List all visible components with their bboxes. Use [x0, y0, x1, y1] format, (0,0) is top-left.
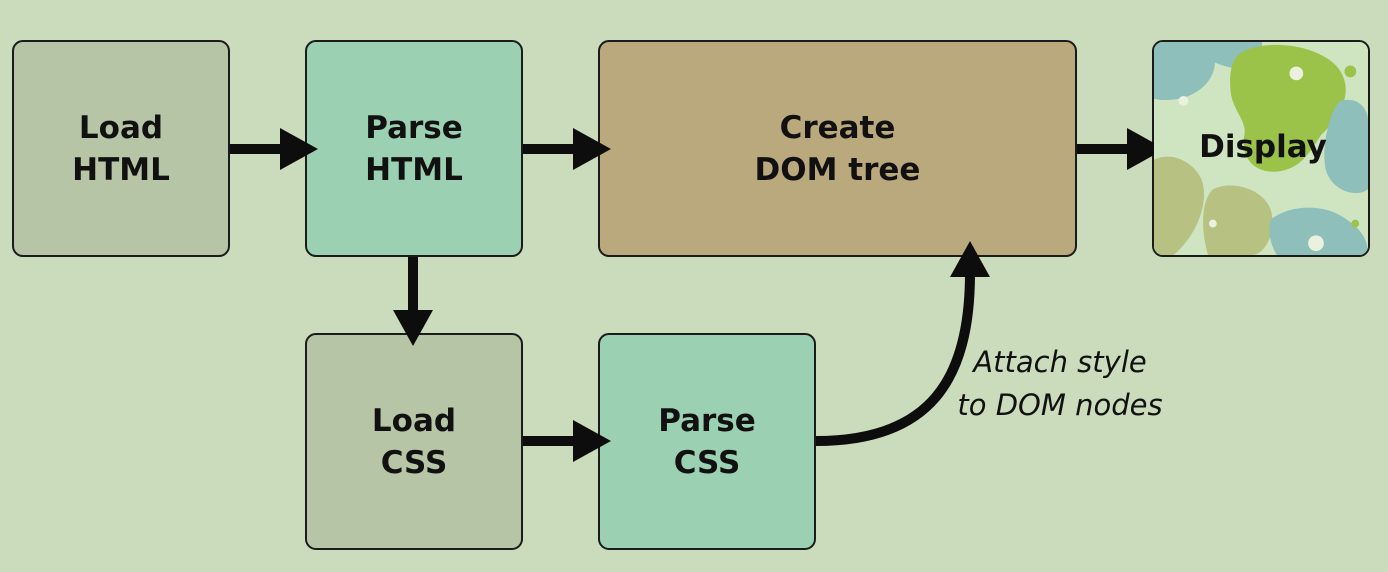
pattern-teal-blob-bottom [1269, 207, 1368, 255]
create-dom-tree-box: Create DOM tree [598, 40, 1077, 257]
parse-html-box: Parse HTML [305, 40, 523, 257]
pattern-dot-1 [1289, 66, 1304, 81]
pattern-dot-3 [1178, 95, 1189, 106]
pattern-teal-blob-left [1154, 42, 1215, 101]
load-css-box: Load CSS [305, 333, 523, 550]
create-dom-tree-label: Create DOM tree [754, 109, 921, 188]
pattern-teal-blob-right [1324, 99, 1368, 194]
display-pattern-image [1154, 42, 1368, 255]
parse-html-label: Parse HTML [365, 109, 463, 188]
load-css-label: Load CSS [371, 402, 457, 481]
attach-style-annotation: Attach style to DOM nodes [957, 345, 1163, 422]
load-html-box: Load HTML [12, 40, 230, 257]
parse-css-label: Parse CSS [658, 402, 756, 481]
pattern-dot-2 [1344, 65, 1357, 78]
pattern-dot-5 [1351, 219, 1360, 228]
parse-css-box: Parse CSS [598, 333, 816, 550]
display-label: Display [1199, 128, 1327, 165]
display-box: Display [1152, 40, 1370, 257]
pattern-olive-blob-center [1203, 185, 1273, 255]
pattern-dot-6 [1208, 219, 1217, 228]
pattern-green-blob [1230, 44, 1346, 172]
load-html-label: Load HTML [72, 109, 170, 188]
pattern-olive-blob-left [1154, 156, 1205, 255]
pattern-dot-4 [1308, 235, 1324, 252]
